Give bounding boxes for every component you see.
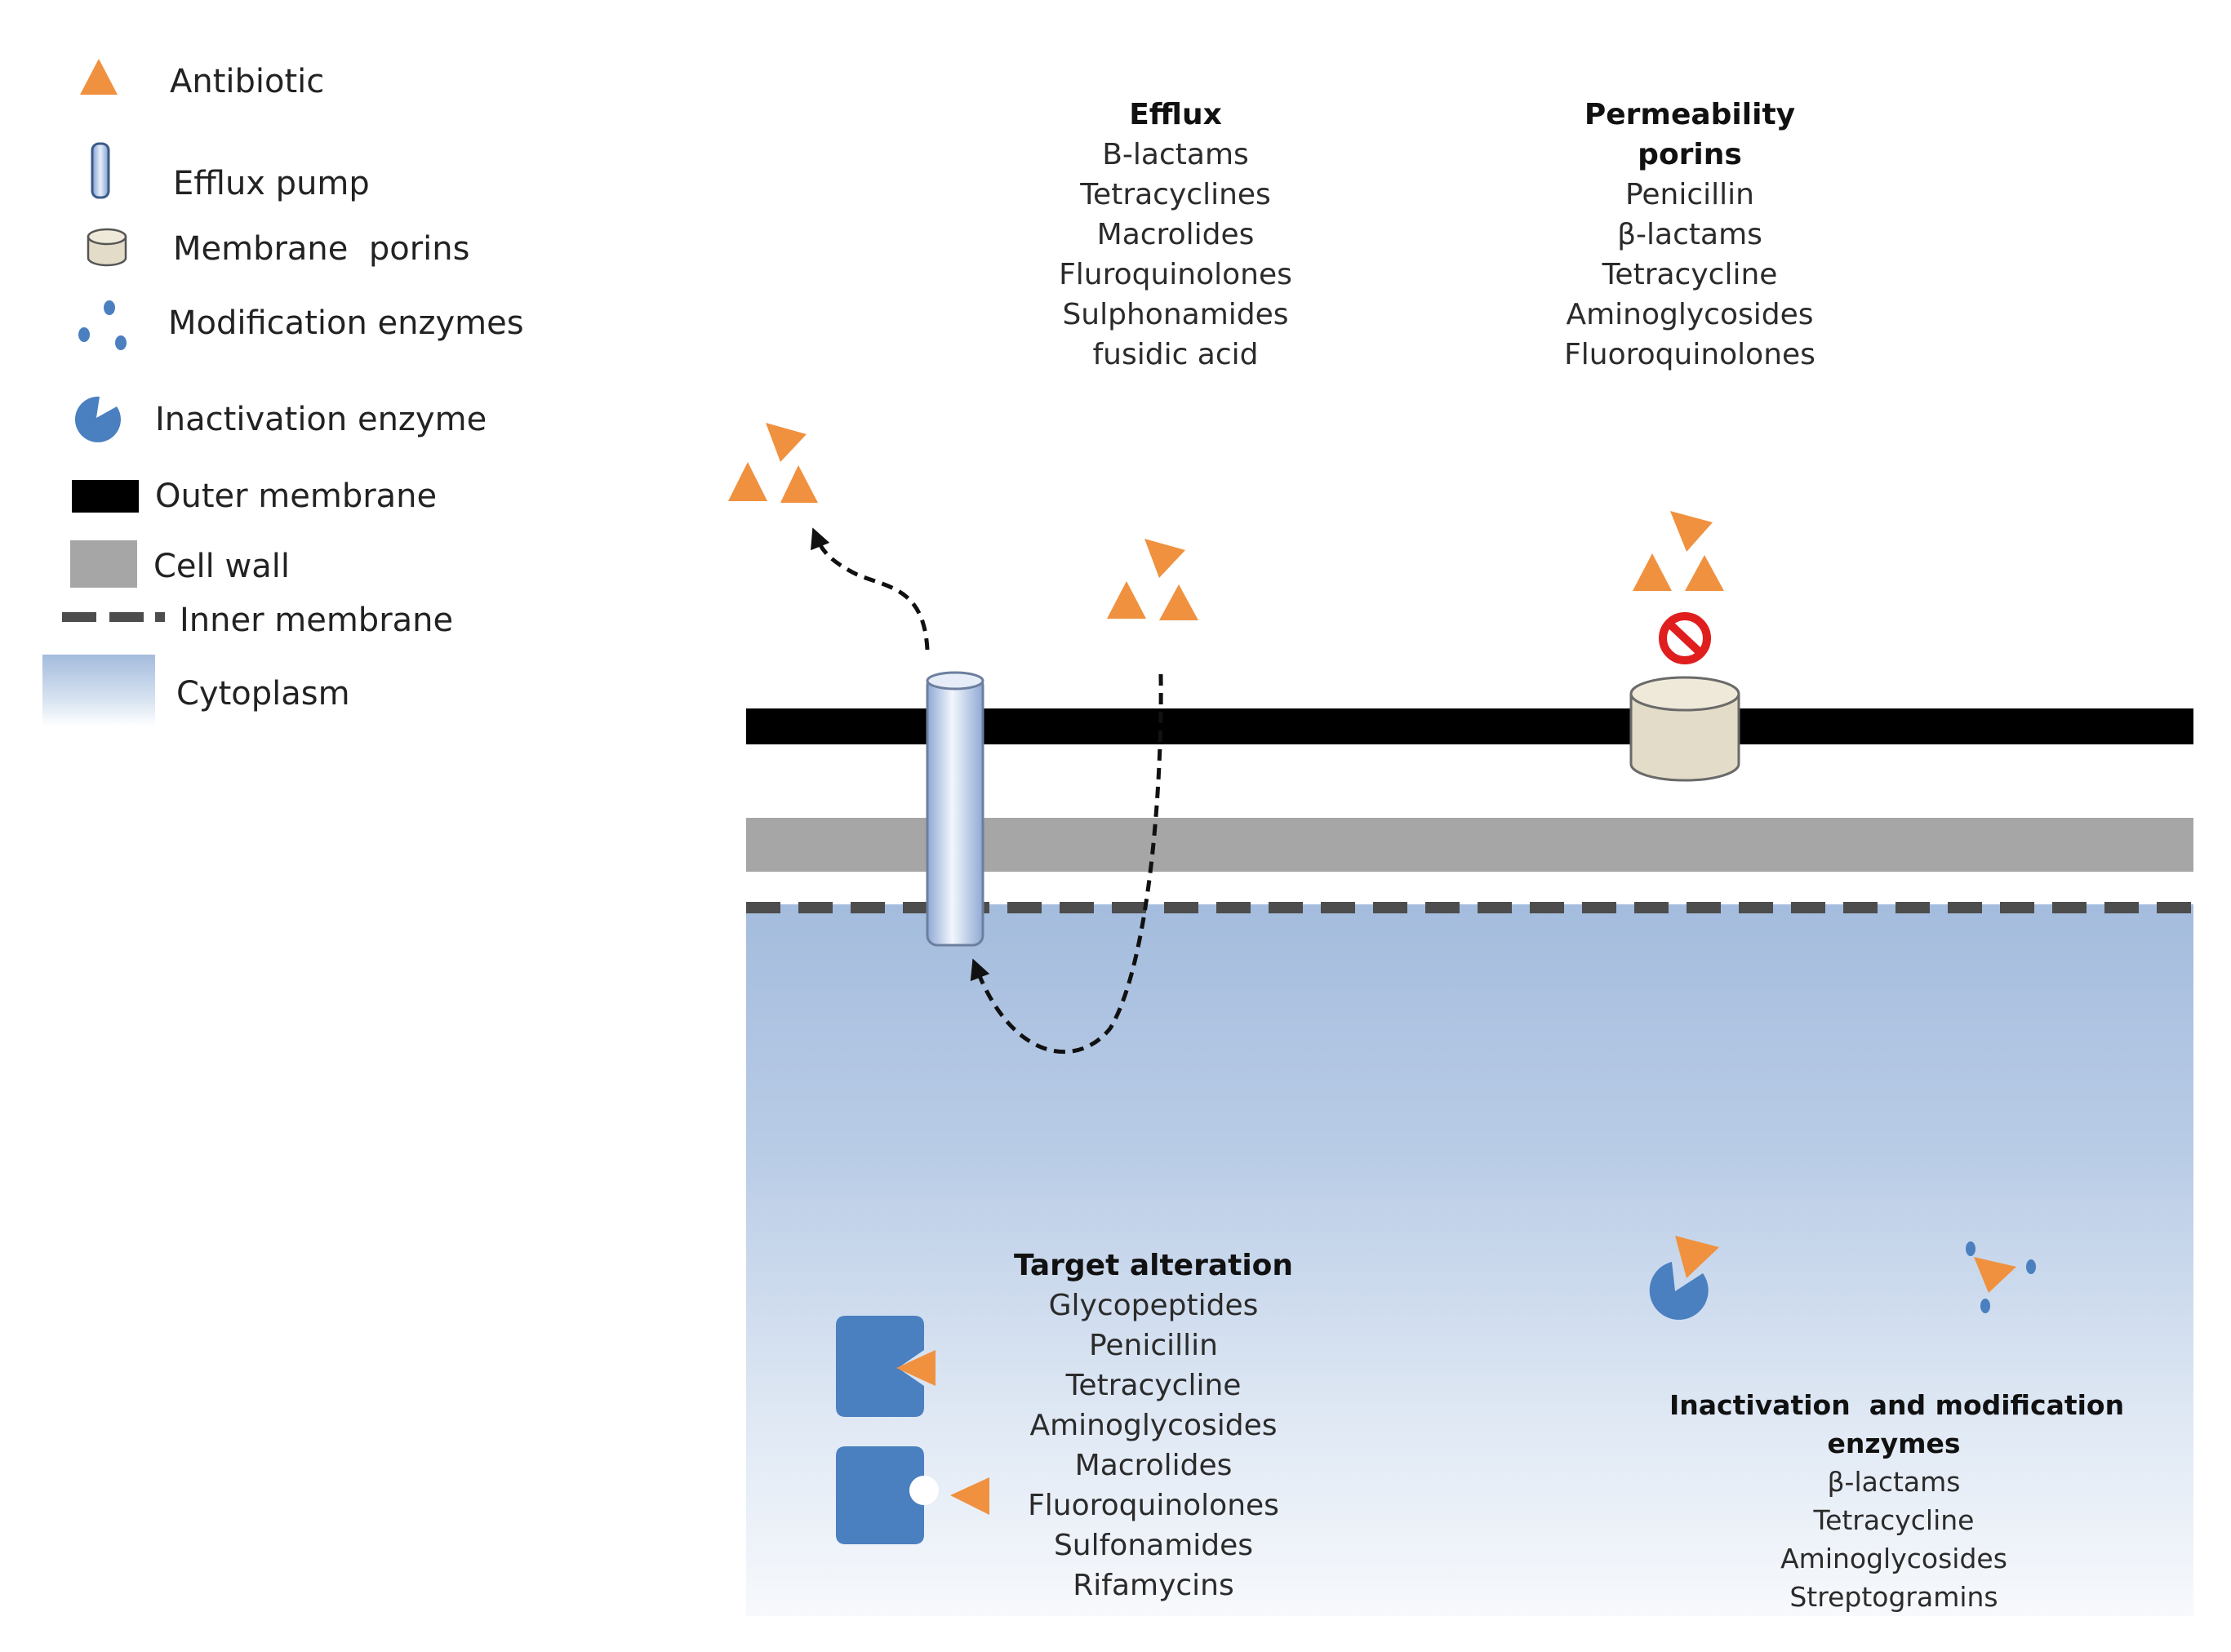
efflux-drug: fusidic acid [1092,338,1259,371]
modification-enzymes-legend-icon [78,300,127,350]
target-protein-bound [836,1316,936,1417]
target-alteration-drug: Aminoglycosides [1029,1409,1278,1442]
legend-label-antibiotic: Antibiotic [170,63,325,100]
permeability-drug: Aminoglycosides [1566,298,1814,331]
inactivation-drug: Streptogramins [1789,1581,1998,1613]
inactivation-title-line1: Inactivation and modification [1669,1389,2125,1421]
inactivation-title-line2: enzymes [1827,1428,1961,1459]
legend-label-outer-membrane: Outer membrane [155,477,438,515]
efflux-mechanism-text: Efflux B-lactams Tetracyclines Macrolide… [1012,95,1339,375]
permeability-mechanism-text: Permeability porins Penicillin β-lactams… [1527,95,1853,375]
legend-label-cell-wall: Cell wall [153,548,290,585]
target-protein-altered [836,1446,989,1544]
cytoplasm-legend-swatch [42,655,155,726]
inactivation-enzyme-with-antibiotic [1649,1236,1719,1320]
inactivation-drug: Tetracycline [1813,1504,1975,1536]
inactivation-enzyme-legend-icon [74,396,121,442]
permeability-drug: Penicillin [1624,178,1754,211]
blocked-icon [1659,612,1711,664]
target-alteration-drug: Sulfonamides [1053,1529,1254,1562]
legend-label-inactivation-enzyme: Inactivation enzyme [155,401,487,438]
antibiotic-entry-path [970,673,1163,1055]
efflux-drug: Fluroquinolones [1059,258,1292,291]
efflux-drug: B-lactams [1102,138,1249,171]
efflux-pump [926,671,984,947]
target-alteration-title: Target alteration [1013,1249,1294,1282]
target-alteration-drug: Tetracycline [1065,1369,1242,1402]
efflux-drug: Tetracyclines [1080,178,1271,211]
legend-label-efflux-pump: Efflux pump [173,165,370,202]
inner-membrane-legend-swatch [62,612,165,622]
inactivation-drug: β-lactams [1827,1466,1961,1498]
efflux-drug: Sulphonamides [1062,298,1289,331]
antibiotic-cluster-expelled [728,423,818,503]
target-alteration-drug: Glycopeptides [1048,1289,1259,1322]
membrane-porin [1629,676,1740,782]
efflux-drug: Macrolides [1096,218,1255,251]
outer-membrane-legend-swatch [72,480,139,513]
target-alteration-mechanism-text: Target alteration Glycopeptides Penicill… [990,1246,1317,1605]
efflux-exit-path [811,527,930,651]
efflux-title: Efflux [1129,98,1222,131]
target-alteration-drug: Rifamycins [1073,1569,1234,1602]
legend-label-modification-enzymes: Modification enzymes [168,304,524,342]
porin-legend-icon [87,228,127,267]
antibiotic-cluster-blocked [1633,511,1724,591]
permeability-drug: Tetracycline [1602,258,1778,291]
outer-membrane-layer [746,708,2193,744]
permeability-drug: Fluoroquinolones [1564,338,1815,371]
target-alteration-drug: Fluoroquinolones [1028,1489,1279,1522]
inner-membrane-layer [746,902,2193,913]
target-alteration-drug: Macrolides [1074,1449,1233,1482]
permeability-title-line1: Permeability [1584,98,1796,131]
legend-label-inner-membrane: Inner membrane [180,602,454,639]
antibiotic-legend-icon [80,59,118,95]
inactivation-modification-mechanism-text: Inactivation and modification enzymes β-… [1669,1386,2125,1616]
antibiotic-cluster-entering [1107,539,1198,620]
efflux-pump-legend-icon [91,142,110,199]
cell-wall-layer [746,818,2193,872]
cell-wall-legend-swatch [70,540,137,588]
permeability-drug: β-lactams [1617,218,1762,251]
legend-label-cytoplasm: Cytoplasm [176,675,350,713]
target-alteration-drug: Penicillin [1088,1329,1218,1362]
modification-enzymes-with-antibiotic [1966,1241,2036,1313]
permeability-title-line2: porins [1638,138,1742,171]
inactivation-drug: Aminoglycosides [1780,1543,2007,1574]
legend-label-membrane-porins: Membrane porins [173,230,470,268]
